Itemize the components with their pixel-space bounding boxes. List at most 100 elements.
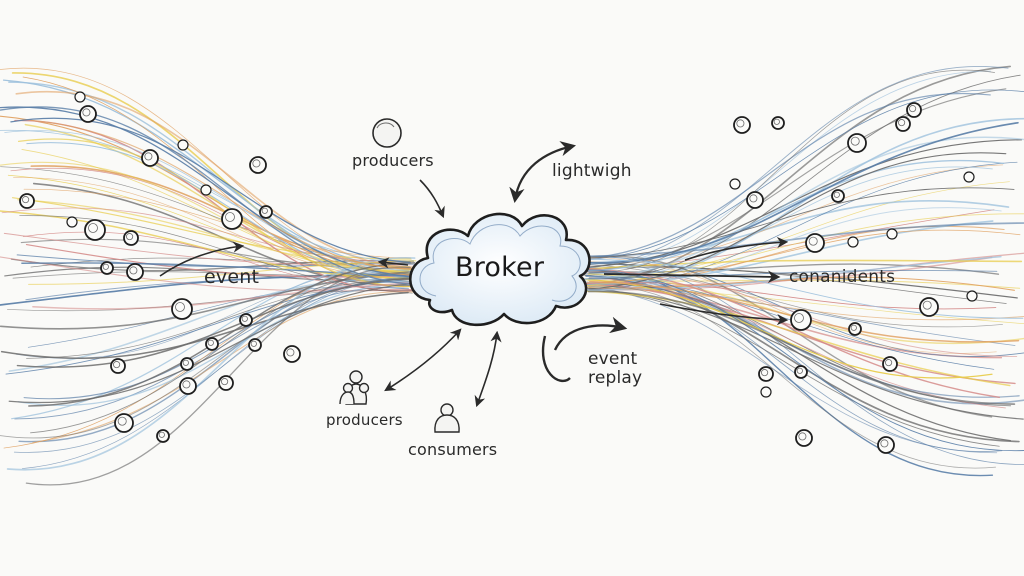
stream-line <box>588 74 1021 280</box>
stream-line <box>585 164 1004 263</box>
event-node-inner <box>129 266 138 275</box>
event-node-inner <box>241 315 248 322</box>
event-node <box>729 178 741 190</box>
event-node-inner <box>182 359 189 366</box>
stream-line <box>583 290 1000 447</box>
stream-line <box>586 269 1024 452</box>
event-node <box>848 322 862 336</box>
event-node <box>794 365 808 379</box>
stream-line <box>588 269 998 279</box>
stream-line <box>15 91 414 269</box>
event-node <box>180 357 194 371</box>
stream-line <box>582 213 1024 287</box>
event-node <box>283 345 301 363</box>
consumers-right-label: conanidents <box>789 267 896 287</box>
stream-line <box>587 220 994 286</box>
event-node <box>746 191 764 209</box>
event-node <box>906 102 922 118</box>
stream-line <box>0 106 417 278</box>
person-icon <box>434 403 460 433</box>
stream-line <box>30 119 414 270</box>
event-node-inner <box>833 191 840 198</box>
event-node <box>771 116 785 130</box>
stream-line <box>582 286 1024 321</box>
event-node-inner <box>798 432 807 441</box>
event-node <box>760 386 772 398</box>
event-node <box>831 189 845 203</box>
event-node-inner <box>749 194 758 203</box>
stream-line <box>584 256 1002 291</box>
event-node-inner <box>221 378 229 386</box>
event-node <box>790 309 812 331</box>
stream-line <box>588 161 1018 291</box>
event-node-inner <box>761 369 769 377</box>
event-node <box>123 230 139 246</box>
event-node-inner <box>850 136 860 146</box>
stream-line <box>13 276 409 453</box>
stream-line <box>26 279 417 359</box>
stream-line <box>17 282 410 407</box>
event-node-inner <box>252 159 261 168</box>
stream-line <box>587 268 1000 399</box>
event-node <box>259 205 273 219</box>
left-event-nodes <box>19 91 301 443</box>
event-node <box>963 171 975 183</box>
event-node <box>179 377 197 395</box>
event-node-inner <box>117 416 127 426</box>
stream-line <box>588 92 991 259</box>
producers-bottom-label: producers <box>326 411 403 429</box>
stream-line <box>6 257 416 471</box>
stream-line <box>0 106 416 286</box>
event-node <box>886 228 898 240</box>
stream-line <box>4 130 410 272</box>
event-node-inner <box>102 263 109 270</box>
arrow-to-consumers <box>603 270 781 284</box>
stream-line <box>28 260 417 285</box>
event-node <box>100 261 114 275</box>
stream-line <box>588 285 997 469</box>
stream-line <box>583 290 1011 387</box>
person-group-icon <box>339 370 370 405</box>
arrow-event-replay <box>541 326 624 383</box>
event-node-inner <box>773 118 780 125</box>
event-replay-label: event replay <box>588 349 643 388</box>
event-node <box>221 208 243 230</box>
stream-line <box>587 290 1016 405</box>
event-node-inner <box>736 119 745 128</box>
stream-line <box>588 256 997 354</box>
event-node <box>74 91 86 103</box>
event-node <box>882 356 898 372</box>
event-node-inner <box>909 105 917 113</box>
event-node-inner <box>850 324 857 331</box>
event-node-inner <box>88 223 98 233</box>
stream-line <box>586 229 1021 283</box>
producers-top-label: producers <box>352 151 434 170</box>
event-node-inner <box>261 207 268 214</box>
event-node <box>795 429 813 447</box>
event-node <box>733 116 751 134</box>
event-node <box>126 263 144 281</box>
stream-line <box>585 278 993 379</box>
right-event-nodes <box>729 102 978 454</box>
event-node <box>847 133 867 153</box>
event-node-inner <box>250 340 257 347</box>
stream-line <box>8 283 414 404</box>
arrow-lightweight <box>509 141 577 204</box>
event-node <box>205 337 219 351</box>
arrow-broker-to-consumers <box>474 330 502 408</box>
stream-line <box>28 262 416 407</box>
stream-line <box>583 69 995 273</box>
event-node-inner <box>175 302 185 312</box>
broker-label: Broker <box>455 252 545 283</box>
event-node-inner <box>207 339 214 346</box>
stream-line <box>581 121 1019 264</box>
event-node-inner <box>898 119 906 127</box>
stream-line <box>584 274 1020 443</box>
arrow-broker-left <box>377 257 409 269</box>
consumers-bottom-label: consumers <box>408 440 498 459</box>
left-event-streams <box>0 67 417 486</box>
stream-line <box>587 266 1007 304</box>
stream-line <box>585 187 1015 259</box>
arrow-event-left <box>159 241 245 277</box>
